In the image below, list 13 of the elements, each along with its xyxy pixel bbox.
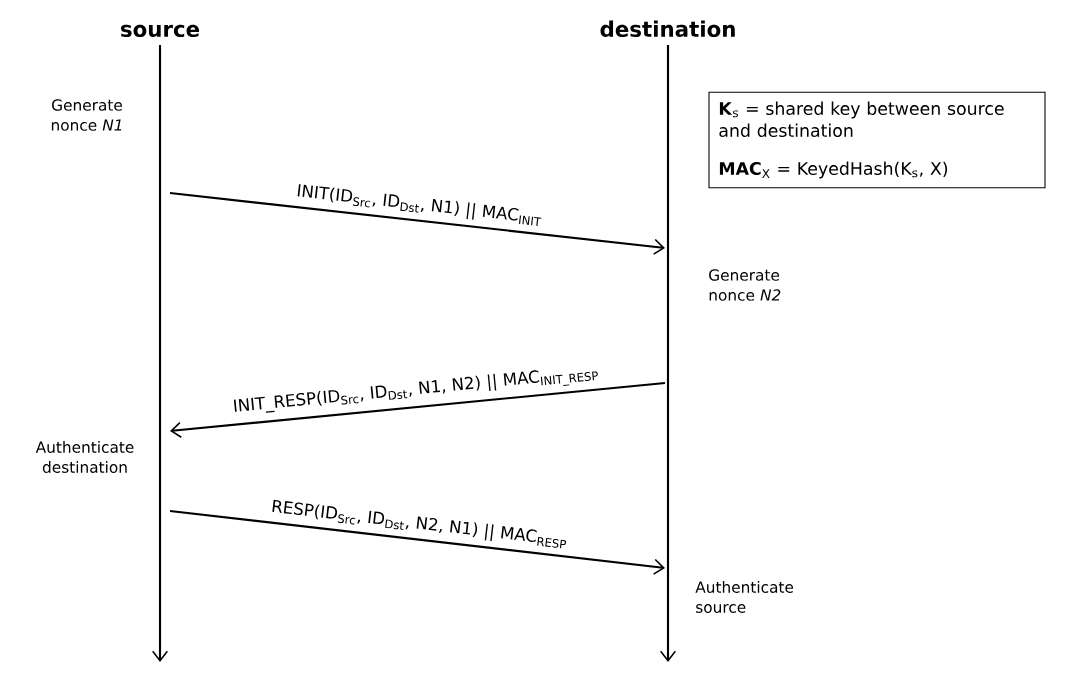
step-note: Authenticate destination (35, 441, 134, 473)
message-arrow (170, 381, 666, 439)
edge-label: RESP(ID$_{Src}$, ID$_{Dst}$, N2, N1) || MAC$_{RESP}$ (272, 499, 567, 549)
edge-label: INIT(ID$_{Src}$, ID$_{Dst}$, N1) || MAC$_{INIT}$ (297, 184, 542, 226)
step-note: Generate nonce N1 (51, 99, 122, 131)
message-arrow (169, 509, 665, 575)
lifeline-heading: destination (600, 20, 735, 38)
step-note: Authenticate source (695, 581, 794, 613)
message-arrow (169, 191, 665, 255)
definition-box: K$_{s}$ = shared key between source and destination MAC$_{X}$ = KeyedHash(K$_{s}$, X) (708, 91, 1046, 189)
step-note: Generate nonce N2 (709, 269, 781, 301)
edge-label: INIT_RESP(ID$_{Src}$, ID$_{Dst}$, N1, N2) || MAC$_{INIT_RESP}$ (233, 370, 598, 413)
lifeline-heading: source (121, 24, 200, 38)
